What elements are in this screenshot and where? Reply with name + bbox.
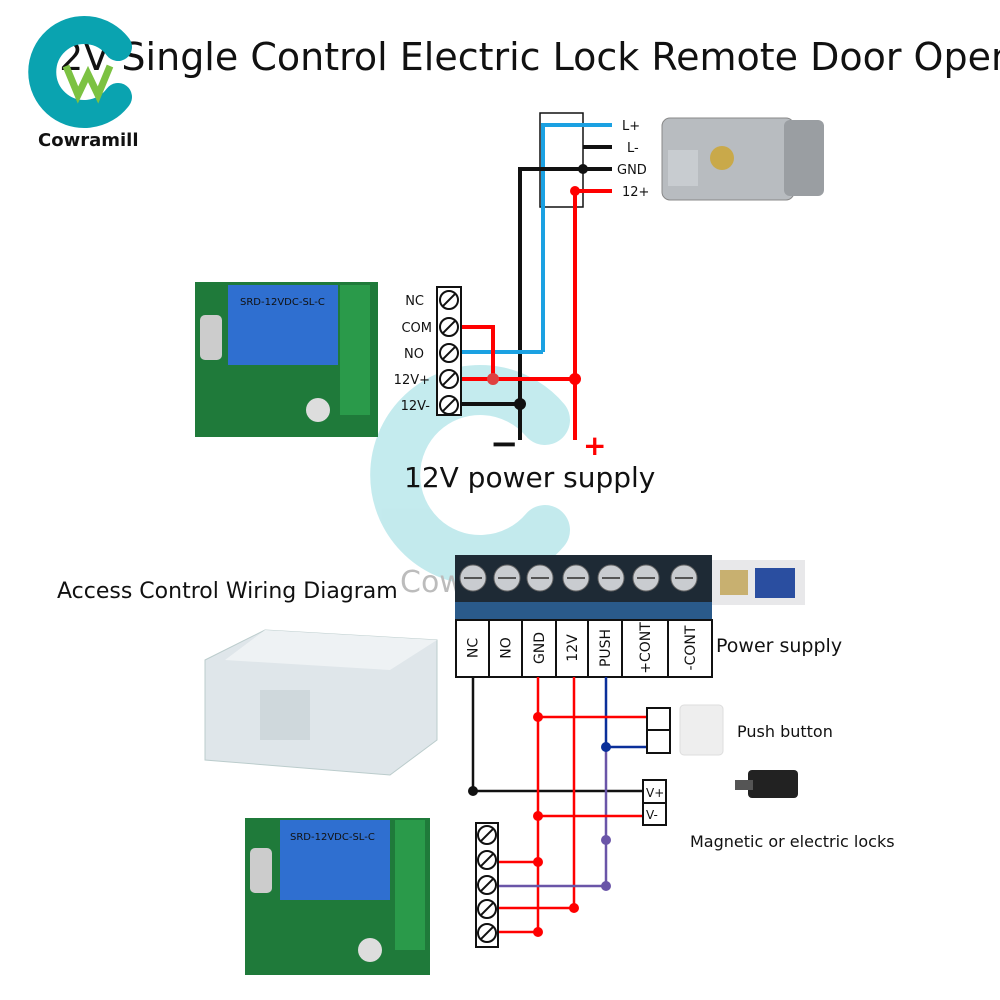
minus-sign: − — [490, 424, 519, 464]
magnetic-lock-image — [735, 770, 798, 798]
lock-connector — [539, 112, 584, 208]
page-title: 12V Single Control Electric Lock Remote … — [35, 35, 1000, 79]
lock-terminal-label: GND — [617, 163, 647, 178]
relay-module-image: SRD-12VDC-SL-C — [245, 818, 430, 975]
power-terminal-labels: NC NO GND 12V PUSH +CONT -CONT — [455, 619, 713, 678]
push-button-label: Push button — [737, 722, 833, 741]
terminal-screw-icon — [562, 564, 590, 592]
power-terminal-label: NO — [499, 637, 515, 659]
electric-lock-image — [661, 117, 824, 201]
plus-sign: + — [583, 429, 606, 462]
lock-label: Magnetic or electric locks — [690, 832, 895, 851]
terminal-screw-icon — [526, 564, 554, 592]
lock-terminal-label: V+ — [646, 786, 664, 800]
screw-icon — [439, 369, 459, 389]
screw-icon — [477, 899, 497, 919]
push-button-image — [679, 704, 724, 756]
terminal-screw-icon — [632, 564, 660, 592]
terminal-screw-icon — [493, 564, 521, 592]
terminal-screw-icon — [459, 564, 487, 592]
screw-icon — [477, 825, 497, 845]
lock-terminal-label: 12+ — [622, 185, 649, 200]
terminal-screw-icon — [597, 564, 625, 592]
screw-icon — [439, 395, 459, 415]
power-supply-label: Power supply — [716, 635, 842, 657]
power-supply-box-image — [204, 629, 438, 776]
relay-terminal-label: COM — [401, 321, 432, 336]
w-logo-icon — [62, 64, 114, 104]
power-terminal-label: +CONT — [638, 622, 654, 674]
screw-icon — [477, 850, 497, 870]
power-terminal-label: NC — [466, 638, 482, 658]
relay-terminal-label: 12V+ — [394, 373, 430, 388]
relay-terminal-block — [475, 822, 499, 948]
lock-terminal-label: L+ — [622, 119, 640, 134]
lock-terminal-label: V- — [646, 808, 658, 822]
power-terminal-label: 12V — [565, 634, 581, 662]
brand-name: Cowramill — [38, 130, 139, 151]
relay-module-image: SRD-12VDC-SL-C — [195, 282, 378, 437]
terminal-screw-icon — [670, 564, 698, 592]
push-button-connector — [646, 707, 671, 754]
screw-icon — [477, 875, 497, 895]
power-supply-label: 12V power supply — [404, 461, 655, 494]
screw-icon — [439, 290, 459, 310]
relay-model-text: SRD-12VDC-SL-C — [240, 297, 325, 308]
relay-terminal-label: 12V- — [401, 399, 431, 414]
screw-icon — [477, 923, 497, 943]
lock-connector: V+ V- — [642, 779, 667, 826]
relay-terminal-block — [436, 286, 462, 416]
section-title: Access Control Wiring Diagram — [57, 579, 398, 604]
power-module-image — [712, 560, 805, 605]
power-terminal-label: GND — [532, 632, 548, 664]
power-terminal-label: -CONT — [683, 625, 699, 670]
power-terminal-label: PUSH — [598, 629, 614, 667]
brand-logo: Cowramill — [28, 16, 139, 151]
screw-icon — [439, 343, 459, 363]
relay-terminal-label: NO — [404, 347, 424, 362]
relay-terminal-label: NC — [405, 294, 424, 309]
lock-terminal-label: L- — [627, 141, 639, 156]
relay-model-text: SRD-12VDC-SL-C — [290, 832, 375, 843]
screw-icon — [439, 317, 459, 337]
